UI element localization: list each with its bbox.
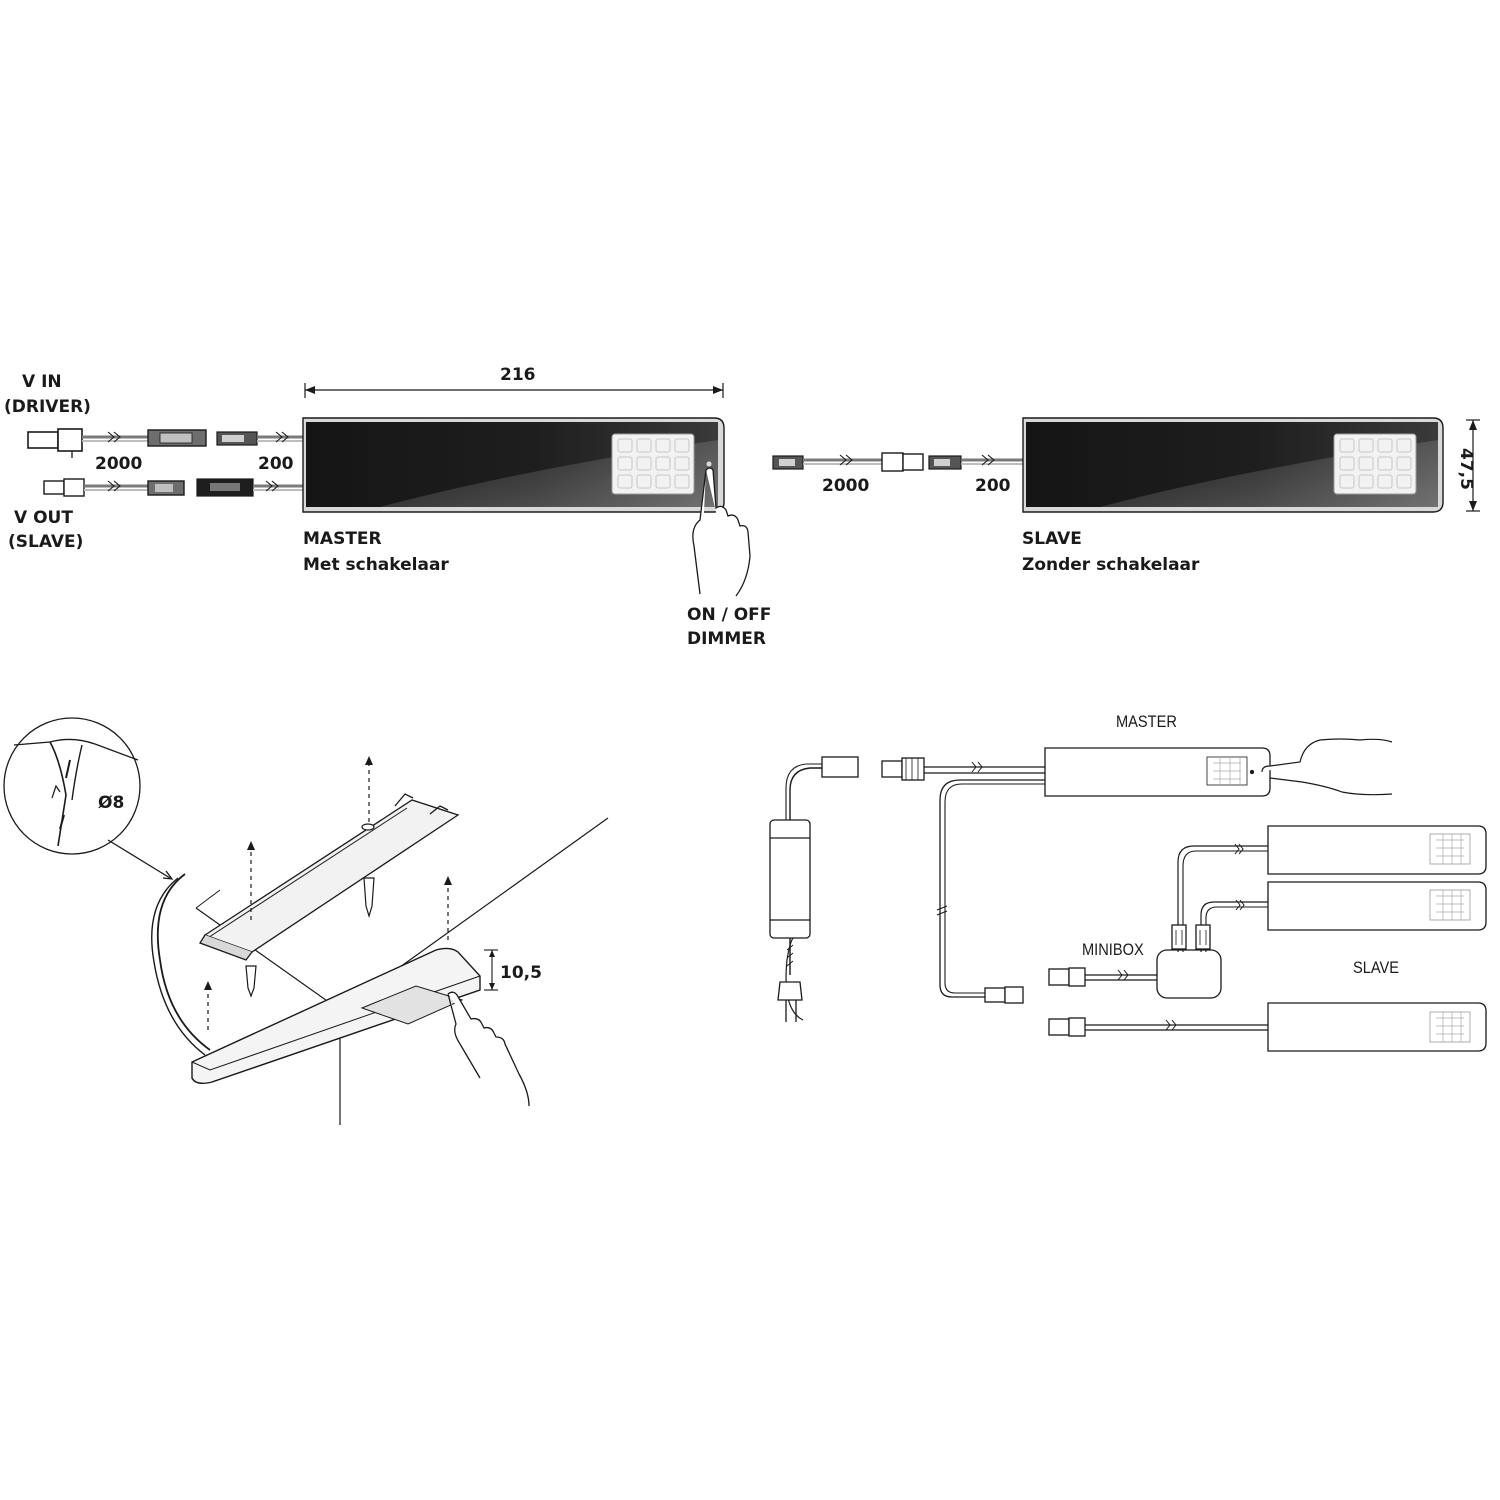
driver-unit <box>769 756 859 1021</box>
slave-unit <box>1048 1002 1487 1052</box>
height-dimension-label: 47,5 <box>1456 448 1476 490</box>
vout-label-line2: (SLAVE) <box>8 532 84 552</box>
mounted-light-panel <box>191 947 481 1085</box>
minibox-unit <box>1048 843 1268 999</box>
hole-diameter-label: Ø8 <box>98 793 125 813</box>
slave-title: SLAVE <box>1022 529 1082 549</box>
screw-icon <box>245 823 375 998</box>
vin-cable <box>27 428 304 458</box>
led-grid-icon <box>1333 433 1417 495</box>
width-dimension-line <box>304 383 724 398</box>
master-panel <box>302 417 725 513</box>
hand-press-icon <box>1261 738 1393 796</box>
master-unit <box>1044 747 1271 797</box>
hole-detail-circle <box>3 717 141 855</box>
led-grid-icon <box>611 433 695 495</box>
vout-cable <box>43 478 304 497</box>
hand-press-icon <box>692 467 751 597</box>
slave-cable <box>772 452 1024 472</box>
hand-press-icon <box>447 991 530 1107</box>
mains-plug-icon <box>777 981 803 1022</box>
cable-length-short: 200 <box>258 454 294 474</box>
wiring-view <box>769 738 1487 1052</box>
slave-cable-length-main: 2000 <box>822 476 870 496</box>
mounting-view <box>3 717 609 1125</box>
height-dimension-line <box>1466 419 1480 512</box>
master-subtitle: Met schakelaar <box>303 555 449 575</box>
thickness-label: 10,5 <box>500 963 542 983</box>
slave-cable-length-short: 200 <box>975 476 1011 496</box>
mounting-plate <box>199 793 460 961</box>
slave-unit <box>1267 881 1487 931</box>
vout-label-line1: V OUT <box>14 508 73 528</box>
wiring-master-label: MASTER <box>1116 712 1177 731</box>
vin-label-line2: (DRIVER) <box>4 397 91 417</box>
master-title: MASTER <box>303 529 382 549</box>
wiring-minibox-label: MINIBOX <box>1082 940 1144 959</box>
switch-caption-line2: DIMMER <box>687 629 766 649</box>
vin-label-line1: V IN <box>22 372 62 392</box>
switch-caption-line1: ON / OFF <box>687 605 772 625</box>
slave-subtitle: Zonder schakelaar <box>1022 555 1200 575</box>
wiring-slave-label: SLAVE <box>1353 958 1400 977</box>
connector-icon <box>881 760 903 778</box>
touch-switch-dot <box>706 461 712 467</box>
cable-length-main: 2000 <box>95 454 143 474</box>
slave-unit <box>1267 825 1487 875</box>
slave-panel <box>1022 417 1444 513</box>
width-dimension-label: 216 <box>500 365 536 385</box>
